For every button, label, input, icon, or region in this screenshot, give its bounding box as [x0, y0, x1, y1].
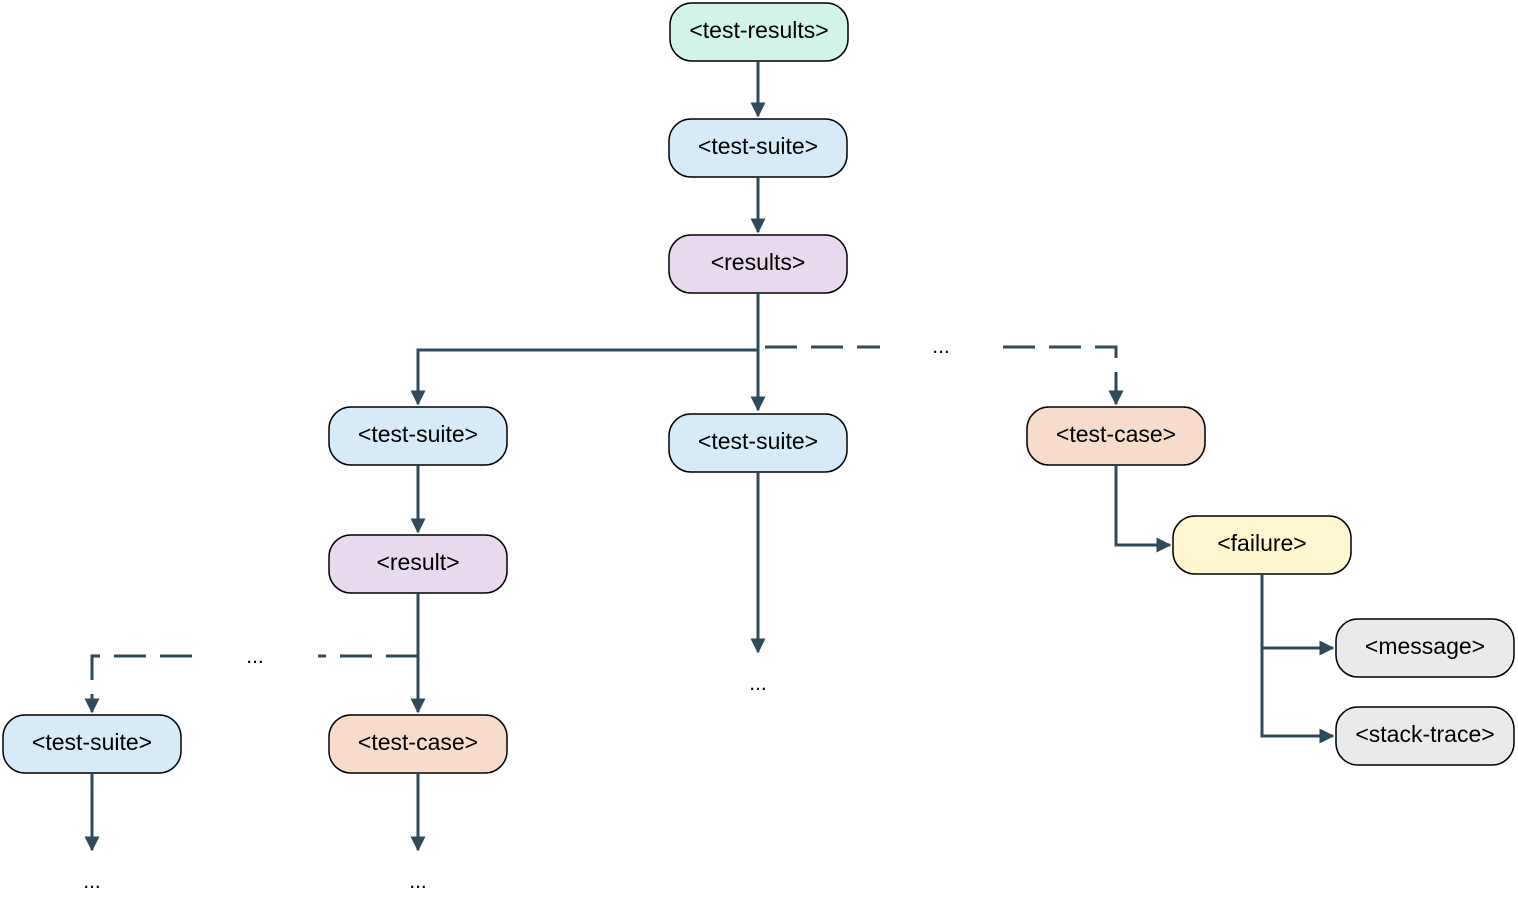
- node-test-suite-mid: <test-suite>: [668, 413, 848, 473]
- edges: [84, 62, 1335, 852]
- node-message-box: [1335, 618, 1515, 678]
- node-test-case-right-box: [1026, 406, 1206, 466]
- node-results: <results>: [668, 234, 848, 294]
- node-test-results: <test-results>: [669, 2, 849, 62]
- edge-failure-to-message: [1260, 575, 1335, 656]
- node-stack-trace: <stack-trace>: [1335, 706, 1515, 766]
- node-result: <result>: [328, 534, 508, 594]
- node-test-suite-top: <test-suite>: [668, 118, 848, 178]
- edge-failure-to-stack-trace: [1260, 648, 1335, 744]
- node-test-suite-top-box: [668, 118, 848, 178]
- node-test-results-box: [669, 2, 849, 62]
- node-results-label: <results>: [711, 249, 806, 275]
- node-test-case-bottom-box: [328, 714, 508, 774]
- node-test-case-bottom-label: <test-case>: [358, 729, 478, 755]
- node-test-suite-mid-box: [668, 413, 848, 473]
- ellipsis-results-branch: ...: [932, 335, 950, 358]
- node-message: <message>: [1335, 618, 1515, 678]
- edge-ellipsis-to-test-case-dashed: [1003, 345, 1124, 406]
- node-failure: <failure>: [1172, 515, 1352, 575]
- node-test-case-right: <test-case>: [1026, 406, 1206, 466]
- edge-ellipsis-to-test-suite-dashed: [84, 654, 192, 714]
- node-test-suite-mid-label: <test-suite>: [698, 428, 818, 454]
- node-test-suite-bottom: <test-suite>: [2, 714, 182, 774]
- node-test-results-label: <test-results>: [689, 17, 828, 43]
- node-test-suite-left: <test-suite>: [328, 406, 508, 466]
- node-test-suite-top-label: <test-suite>: [698, 133, 818, 159]
- node-failure-label: <failure>: [1217, 530, 1307, 556]
- node-test-case-bottom: <test-case>: [328, 714, 508, 774]
- ellipsis-case-bottom-continuation: ...: [409, 870, 427, 893]
- node-test-suite-bottom-label: <test-suite>: [32, 729, 152, 755]
- ellipsis-suite-bottom-continuation: ...: [83, 870, 101, 893]
- node-results-box: [668, 234, 848, 294]
- node-failure-box: [1172, 515, 1352, 575]
- edge-test-case-to-failure: [1114, 466, 1172, 553]
- ellipsis-mid-continuation: ...: [749, 672, 767, 695]
- node-stack-trace-label: <stack-trace>: [1355, 721, 1494, 747]
- node-stack-trace-box: [1335, 706, 1515, 766]
- node-test-suite-bottom-box: [2, 714, 182, 774]
- node-test-case-right-label: <test-case>: [1056, 421, 1176, 447]
- edge-results-to-test-suite-left: [410, 348, 758, 406]
- node-test-suite-left-box: [328, 406, 508, 466]
- node-message-label: <message>: [1365, 633, 1485, 659]
- ellipsis-result-branch: ...: [246, 645, 264, 668]
- node-result-label: <result>: [376, 549, 459, 575]
- node-result-box: [328, 534, 508, 594]
- node-test-suite-left-label: <test-suite>: [358, 421, 478, 447]
